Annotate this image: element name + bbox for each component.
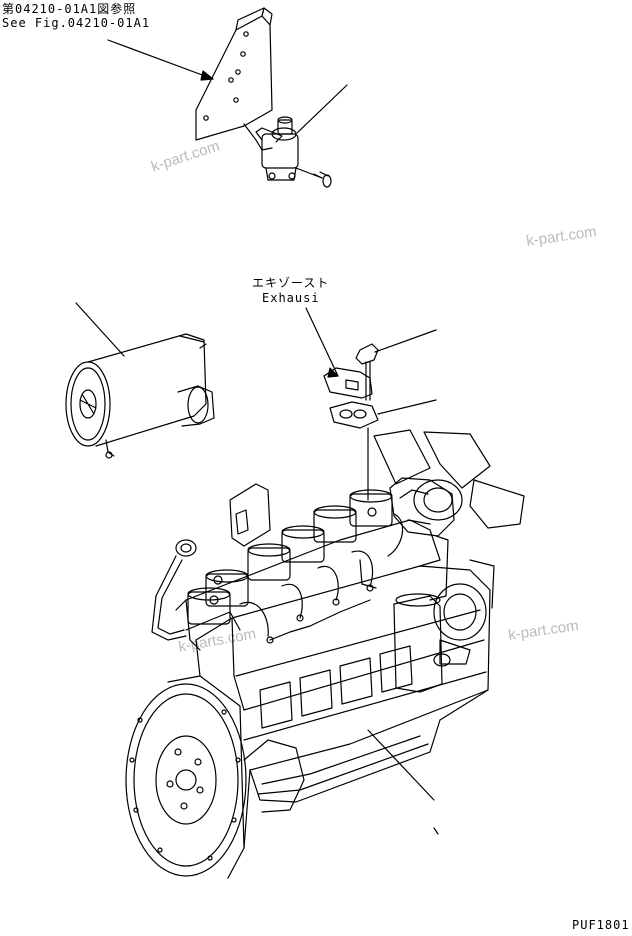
exhaust-gasket (324, 344, 378, 500)
valve-unit (244, 117, 331, 187)
leader-line (368, 730, 434, 800)
rocker-cover (248, 544, 290, 580)
reference-note-en: See Fig.04210-01A1 (2, 16, 151, 30)
air-cleaner (66, 334, 214, 458)
rocker-cover (350, 490, 392, 526)
figure-code: PUF1801 (572, 918, 630, 932)
exhaust-label-jp: エキゾースト (252, 276, 330, 290)
engine-block (126, 484, 494, 878)
leader-line (297, 85, 347, 133)
rocker-cover (188, 588, 230, 624)
leader-line (306, 308, 436, 414)
leader-line (108, 40, 213, 80)
exhaust-label-en: Exhausi (262, 291, 320, 305)
reference-note-jp: 第04210-01A1図参照 (2, 2, 137, 16)
cooling-fan (374, 430, 524, 536)
leader-line (434, 828, 438, 834)
leader-line (76, 303, 124, 356)
rocker-cover (282, 526, 324, 562)
mounting-plate (196, 8, 272, 140)
